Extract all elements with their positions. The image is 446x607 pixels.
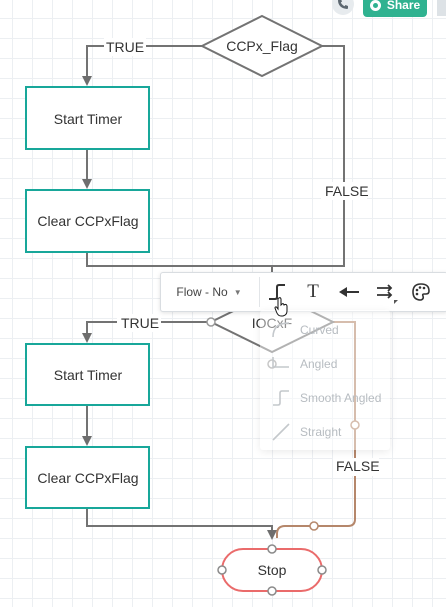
menu-item-label: Curved bbox=[300, 323, 339, 337]
arrow-direction-icon bbox=[377, 284, 393, 299]
decision-ccpx-flag-label: CCPx_Flag bbox=[226, 38, 298, 54]
process-start-timer-2-label: Start Timer bbox=[54, 367, 123, 383]
direction-button[interactable] bbox=[371, 278, 399, 306]
connector-handle[interactable] bbox=[206, 317, 216, 327]
palette-icon bbox=[412, 283, 430, 301]
menu-item-straight[interactable]: Straight bbox=[270, 418, 388, 446]
menu-item-smooth-angled[interactable]: Smooth Angled bbox=[270, 384, 388, 412]
label-false-2: FALSE bbox=[336, 458, 380, 474]
divider bbox=[259, 277, 260, 307]
arrow-left-icon bbox=[339, 287, 359, 297]
hand-cursor-icon bbox=[274, 297, 288, 317]
flow-dropdown[interactable]: Flow - No ▼ bbox=[169, 278, 249, 306]
color-button[interactable] bbox=[407, 278, 435, 306]
connector-handle[interactable] bbox=[309, 521, 319, 531]
arrowhead-button[interactable] bbox=[335, 278, 363, 306]
connection-point[interactable] bbox=[267, 586, 277, 596]
connector-true-1[interactable] bbox=[82, 45, 202, 86]
curved-icon bbox=[272, 322, 290, 338]
connector-handle[interactable] bbox=[267, 359, 277, 369]
panel-edge bbox=[437, 0, 446, 16]
process-start-timer-1[interactable]: Start Timer bbox=[25, 86, 150, 150]
process-start-timer-1-label: Start Timer bbox=[54, 111, 123, 127]
label-true-2: TRUE bbox=[121, 315, 159, 331]
process-clear-flag-2[interactable]: Clear CCPxFlag bbox=[25, 446, 150, 509]
menu-item-label: Smooth Angled bbox=[300, 391, 382, 405]
globe-icon bbox=[369, 0, 381, 11]
text-button[interactable]: T bbox=[299, 278, 327, 306]
text-icon: T bbox=[307, 281, 319, 302]
share-label: Share bbox=[386, 0, 421, 12]
process-clear-flag-1-label: Clear CCPxFlag bbox=[37, 213, 138, 229]
decision-ccpx-flag[interactable]: CCPx_Flag bbox=[199, 14, 325, 78]
connector-handle[interactable] bbox=[350, 420, 360, 430]
smooth-angled-icon bbox=[273, 390, 289, 406]
chevron-down-icon: ▼ bbox=[233, 287, 242, 297]
terminal-stop[interactable]: Stop bbox=[221, 548, 323, 592]
flow-dropdown-label: Flow - No bbox=[176, 285, 228, 299]
straight-icon bbox=[272, 423, 290, 441]
process-start-timer-2[interactable]: Start Timer bbox=[25, 343, 150, 406]
connector-false-2-selected[interactable] bbox=[276, 321, 356, 538]
caret-icon bbox=[394, 300, 398, 304]
label-false-1: FALSE bbox=[325, 183, 369, 199]
connection-point[interactable] bbox=[217, 565, 227, 575]
connector-style-menu: Curved Angled Smooth Angled Straight bbox=[260, 310, 390, 450]
phone-button[interactable] bbox=[332, 0, 354, 15]
connector-process4-stop[interactable] bbox=[86, 508, 277, 540]
connection-point[interactable] bbox=[267, 544, 277, 554]
terminal-stop-label: Stop bbox=[258, 562, 287, 578]
connector-true-2[interactable] bbox=[82, 321, 211, 343]
connector-false-1[interactable] bbox=[86, 45, 345, 267]
menu-item-angled[interactable]: Angled bbox=[270, 350, 388, 378]
process-clear-flag-2-label: Clear CCPxFlag bbox=[37, 470, 138, 486]
menu-item-label: Angled bbox=[300, 357, 338, 371]
angled-icon bbox=[272, 357, 289, 368]
menu-item-curved[interactable]: Curved bbox=[270, 316, 388, 344]
process-clear-flag-1[interactable]: Clear CCPxFlag bbox=[25, 189, 150, 253]
decision-iocxf-label: IOCxF bbox=[252, 315, 292, 331]
connection-point[interactable] bbox=[317, 565, 327, 575]
share-button[interactable]: Share bbox=[363, 0, 427, 17]
menu-item-label: Straight bbox=[300, 425, 342, 439]
connector-style-icon bbox=[269, 284, 285, 300]
connector-toolbar: Flow - No ▼ T bbox=[160, 272, 446, 312]
connector-style-button[interactable] bbox=[263, 278, 291, 306]
phone-icon bbox=[338, 0, 348, 9]
label-true-1: TRUE bbox=[106, 39, 144, 55]
